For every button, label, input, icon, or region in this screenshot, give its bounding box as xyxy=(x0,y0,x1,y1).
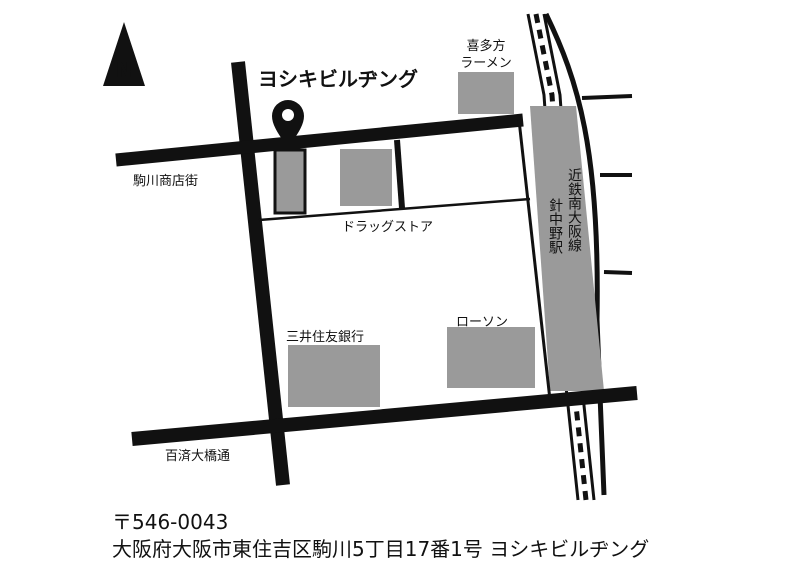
ramen-label-line1: 喜多方 xyxy=(466,38,505,54)
drugstore-block xyxy=(340,149,392,206)
station-name-label: 針中野駅 xyxy=(547,198,563,254)
station-platform xyxy=(530,106,604,391)
building-name-label: ヨシキビルヂング xyxy=(258,67,418,91)
ramen-block xyxy=(458,72,514,114)
shopping-street-label: 駒川商店街 xyxy=(133,174,198,189)
drugstore-label: ドラッグストア xyxy=(342,220,433,235)
north-arrow-icon: N xyxy=(103,22,145,86)
bank-label: 三井住友銀行 xyxy=(286,329,364,345)
north-label: N xyxy=(116,58,133,82)
postal-code: 〒546-0043 xyxy=(112,510,229,534)
road-network xyxy=(115,61,638,486)
ramen-label-line2: ラーメン xyxy=(460,56,511,71)
full-address: 大阪府大阪市東住吉区駒川5丁目17番1号 ヨシキビルヂング xyxy=(112,537,650,561)
station-line-label: 近鉄南大阪線 xyxy=(566,168,582,252)
main-road-label: 百済大橋通 xyxy=(165,448,230,464)
lawson-block xyxy=(447,327,535,388)
lawson-label: ローソン xyxy=(456,315,508,330)
location-pin-icon xyxy=(272,100,304,148)
bank-block xyxy=(288,345,380,407)
target-building xyxy=(273,148,307,215)
